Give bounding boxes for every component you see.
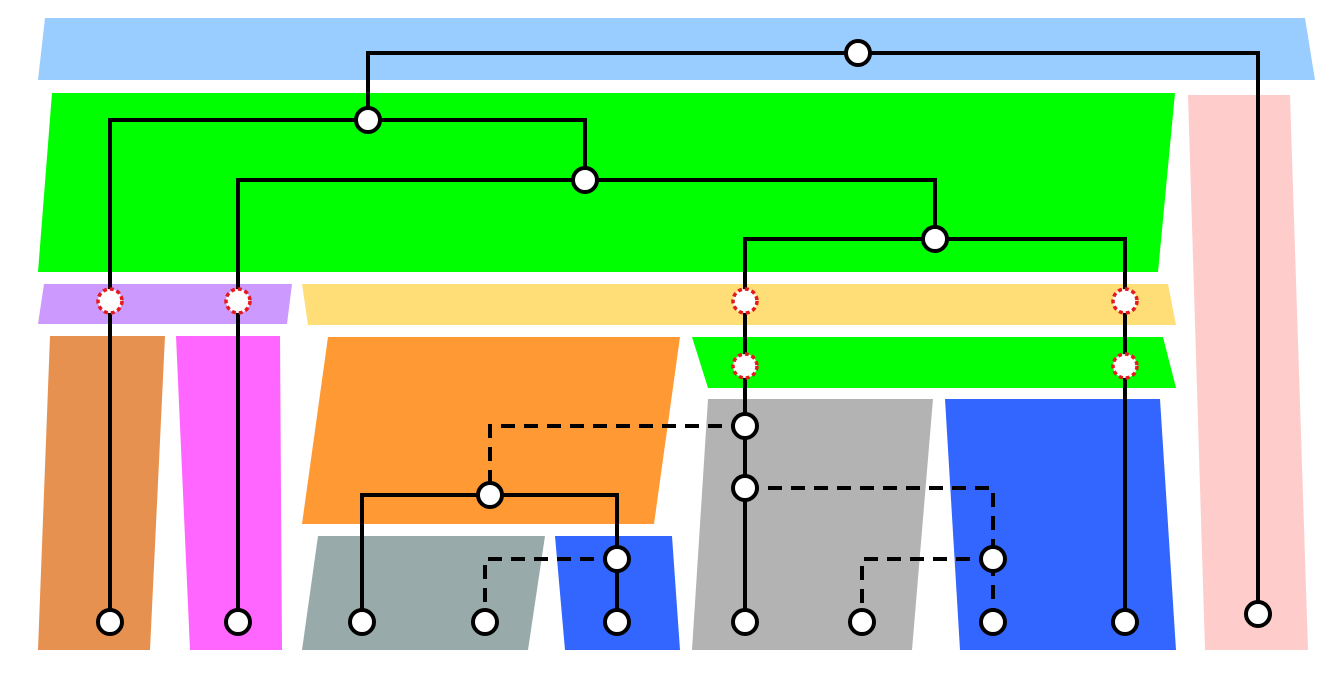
- hybrid-node-1: [96, 287, 124, 315]
- region-purple-strip: [38, 284, 292, 324]
- hybrid-node-4: [1111, 287, 1139, 315]
- internal-node-a: [354, 106, 382, 134]
- leaf-node-1: [96, 608, 124, 636]
- internal-node-h: [979, 545, 1007, 573]
- hybrid-nodes: [96, 287, 1139, 380]
- internal-node-root: [844, 39, 872, 67]
- region-upper-green: [38, 93, 1175, 272]
- hybrid-node-2: [224, 287, 252, 315]
- transfer-edge-3: [745, 486, 995, 622]
- region-tan-column: [38, 336, 165, 650]
- internal-node-g: [603, 545, 631, 573]
- region-lower-green: [692, 337, 1176, 388]
- leaf-node-2: [224, 608, 252, 636]
- region-gray-block: [692, 399, 933, 650]
- hybrid-node-5: [731, 352, 759, 380]
- leaf-node-5: [603, 608, 631, 636]
- transfer-edge-1: [488, 424, 745, 495]
- edge-node-a: [108, 118, 587, 622]
- leaf-node-4: [471, 608, 499, 636]
- leaf-node-3: [348, 608, 376, 636]
- leaf-node-7: [848, 608, 876, 636]
- hybrid-node-3: [731, 287, 759, 315]
- internal-node-c: [921, 225, 949, 253]
- leaf-node-9: [1111, 608, 1139, 636]
- internal-node-d: [731, 412, 759, 440]
- region-blue-block-large: [945, 399, 1176, 650]
- leaf-node-10: [1244, 600, 1272, 628]
- leaf-node-8: [979, 608, 1007, 636]
- dashed-edges: [483, 424, 995, 622]
- hybrid-node-6: [1111, 352, 1139, 380]
- transfer-edge-2: [483, 557, 617, 622]
- region-slate-block: [302, 536, 545, 650]
- region-magenta-column: [176, 336, 282, 650]
- internal-nodes: [354, 39, 1007, 573]
- internal-node-e: [731, 474, 759, 502]
- internal-node-f: [476, 481, 504, 509]
- leaf-node-6: [731, 608, 759, 636]
- transfer-edge-4: [860, 557, 993, 622]
- region-pink-column: [1188, 95, 1308, 650]
- region-top-band: [38, 18, 1315, 80]
- leaf-nodes: [96, 600, 1272, 636]
- internal-node-b: [571, 166, 599, 194]
